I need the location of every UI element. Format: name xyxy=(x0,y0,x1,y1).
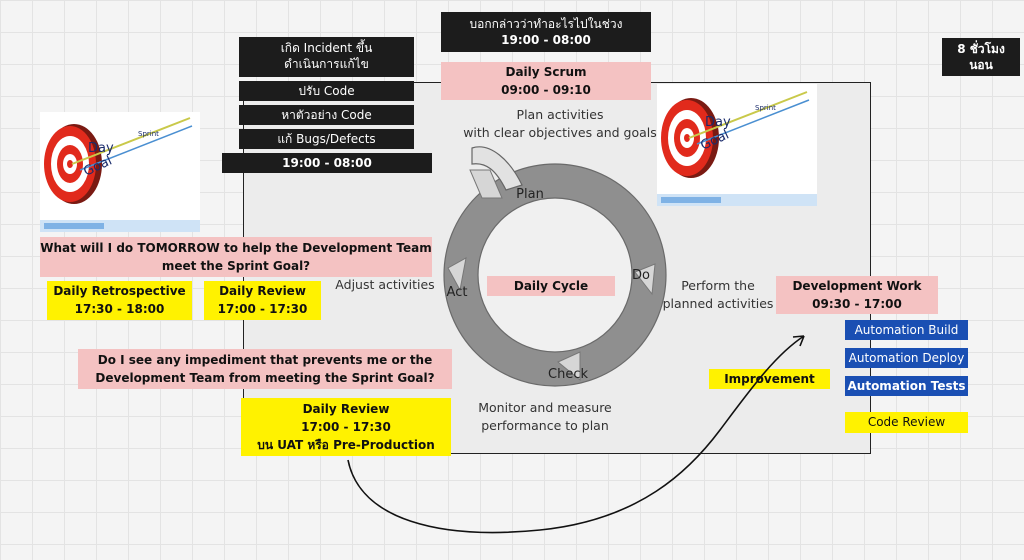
automation-deploy-box: Automation Deploy xyxy=(845,348,968,368)
plan-input-arrow xyxy=(471,146,523,191)
automation-build-box: Automation Build xyxy=(845,320,968,340)
improvement-box: Improvement xyxy=(709,369,830,389)
check-segment-label: Check xyxy=(548,367,588,382)
svg-text:Sprint: Sprint xyxy=(138,130,159,138)
daily-review-left-box: Daily Review 17:00 - 17:30 xyxy=(204,281,321,320)
target-icon: Day Goal Sprint xyxy=(657,84,817,206)
do-arrow-notch xyxy=(634,263,656,296)
daily-cycle-label: Daily Cycle xyxy=(487,276,615,296)
act-caption: Adjust activities xyxy=(335,277,435,292)
svg-text:Day: Day xyxy=(705,115,731,130)
incident-box: เกิด Incident ขึ้น ดำเนินการแก้ไข xyxy=(239,37,414,77)
daily-review-bottom-box: Daily Review 17:00 - 17:30 บน UAT หรือ P… xyxy=(241,398,451,456)
code-review-box: Code Review xyxy=(845,412,968,433)
tomorrow-question-box: What will I do TOMORROW to help the Deve… xyxy=(40,237,432,277)
automation-tests-box: Automation Tests xyxy=(845,376,968,396)
incident-task-fix-bugs: แก้ Bugs/Defects xyxy=(239,129,414,149)
svg-text:Sprint: Sprint xyxy=(755,104,776,112)
daily-scrum-box: Daily Scrum 09:00 - 09:10 xyxy=(441,62,651,100)
target-icon: Day Goal Sprint xyxy=(40,112,200,232)
impediment-question-box: Do I see any impediment that prevents me… xyxy=(78,349,452,389)
plan-caption: Plan activities with clear objectives an… xyxy=(463,107,657,140)
incident-time: 19:00 - 08:00 xyxy=(222,153,432,173)
incident-task-code-example: หาตัวอย่าง Code xyxy=(239,105,414,125)
sprint-goal-thumbnail-left: Day Goal Sprint xyxy=(40,112,200,232)
svg-text:Day: Day xyxy=(88,141,114,156)
incident-task-adjust-code: ปรับ Code xyxy=(239,81,414,101)
sleep-box: 8 ชั่วโมง นอน xyxy=(942,38,1020,76)
act-arrow-notch xyxy=(447,257,467,292)
pdca-cycle-ring xyxy=(443,146,667,387)
daily-retrospective-box: Daily Retrospective 17:30 - 18:00 xyxy=(47,281,192,320)
night-question-box: บอกกล่าวว่าทำอะไรไปในช่วง 19:00 - 08:00 xyxy=(441,12,651,52)
development-work-box: Development Work 09:30 - 17:00 xyxy=(776,276,938,314)
plan-segment-label: Plan xyxy=(516,187,544,202)
do-caption: Perform the planned activities xyxy=(662,278,774,311)
do-segment-label: Do xyxy=(632,268,650,283)
check-caption: Monitor and measure performance to plan xyxy=(478,400,612,433)
act-segment-label: Act xyxy=(446,285,468,300)
sprint-goal-thumbnail-right: Day Goal Sprint xyxy=(657,84,817,206)
